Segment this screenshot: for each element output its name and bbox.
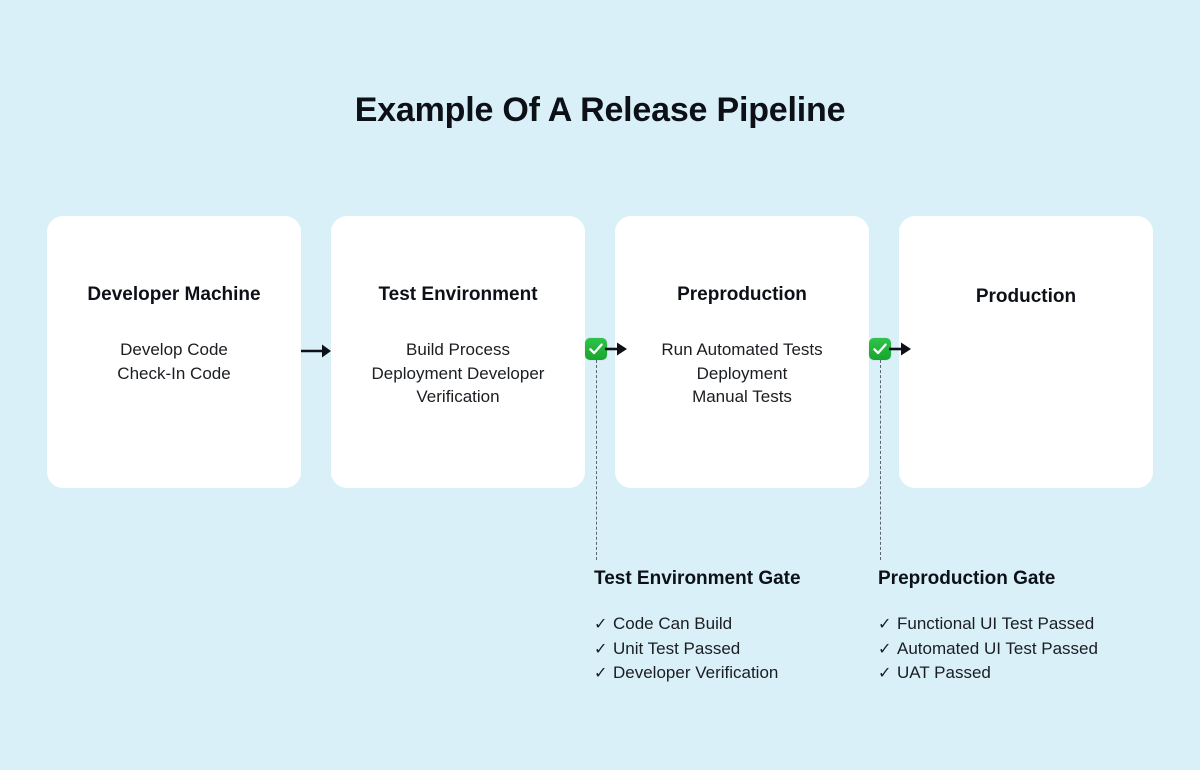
check-icon: ✓ <box>594 616 608 633</box>
arrow-right-icon <box>889 340 911 358</box>
gate-criteria-item: ✓ Functional UI Test Passed <box>878 612 1098 637</box>
gate-criteria-label: Unit Test Passed <box>613 638 741 658</box>
check-icon: ✓ <box>878 640 892 658</box>
gate-criteria-label: Developer Verification <box>613 663 779 682</box>
gate-block-test-environment: Test Environment Gate ✓ Code Can Build ✓… <box>594 566 801 686</box>
gate-criteria-item: ✓ UAT Passed <box>878 661 1098 686</box>
gate-criteria-item: ✓ Unit Test Passed <box>594 637 801 662</box>
stage-title: Preproduction <box>677 284 807 305</box>
gate-title: Test Environment Gate <box>594 568 801 589</box>
stage-activity-list: Build Process Deployment Developer Verif… <box>337 338 579 409</box>
dashed-connector-preproduction-gate <box>880 360 881 560</box>
gate-criteria-list: ✓ Functional UI Test Passed ✓ Automated … <box>878 612 1098 686</box>
gate-marker-test-environment <box>585 338 633 362</box>
gate-marker-preproduction <box>869 338 917 362</box>
stage-activity: Verification <box>416 387 500 406</box>
stage-card-production: Production <box>899 216 1153 488</box>
green-check-badge-icon <box>869 338 891 360</box>
stage-activity: Build Process <box>406 340 510 359</box>
check-icon: ✓ <box>878 616 892 633</box>
gate-block-preproduction: Preproduction Gate ✓ Functional UI Test … <box>878 566 1098 686</box>
stage-card-developer-machine: Developer Machine Develop Code Check-In … <box>47 216 301 488</box>
stage-activity: Run Automated Tests <box>661 340 823 359</box>
stage-card-preproduction: Preproduction Run Automated Tests Deploy… <box>615 216 869 488</box>
gate-criteria-item: ✓ Developer Verification <box>594 661 801 686</box>
check-icon: ✓ <box>594 640 608 658</box>
stage-activity-list: Develop Code Check-In Code <box>53 338 295 385</box>
stage-activity: Deployment Developer <box>371 363 545 383</box>
stage-title: Developer Machine <box>87 284 261 305</box>
dashed-connector-test-environment-gate <box>596 360 597 560</box>
stage-activity: Check-In Code <box>117 363 231 383</box>
stage-activity: Manual Tests <box>692 387 792 406</box>
gate-criteria-item: ✓ Automated UI Test Passed <box>878 637 1098 662</box>
gate-title: Preproduction Gate <box>878 568 1056 589</box>
stage-activity: Deployment <box>696 363 788 383</box>
green-check-badge-icon <box>585 338 607 360</box>
arrow-right-icon <box>605 340 627 358</box>
page-title: Example Of A Release Pipeline <box>354 91 846 129</box>
check-icon: ✓ <box>594 665 608 682</box>
gate-criteria-label: Functional UI Test Passed <box>897 614 1095 633</box>
stage-activity-list: Run Automated Tests Deployment Manual Te… <box>621 338 863 409</box>
check-icon: ✓ <box>878 665 892 682</box>
stage-activity: Develop Code <box>120 340 228 359</box>
gate-criteria-label: Automated UI Test Passed <box>897 638 1098 658</box>
stage-card-test-environment: Test Environment Build Process Deploymen… <box>331 216 585 488</box>
gate-criteria-list: ✓ Code Can Build ✓ Unit Test Passed ✓ De… <box>594 612 801 686</box>
stage-title: Production <box>975 286 1077 307</box>
stage-title: Test Environment <box>378 284 538 305</box>
arrow-right-icon <box>301 342 331 360</box>
gate-criteria-item: ✓ Code Can Build <box>594 612 801 637</box>
gate-criteria-label: Code Can Build <box>613 614 733 633</box>
gate-criteria-label: UAT Passed <box>897 663 991 682</box>
